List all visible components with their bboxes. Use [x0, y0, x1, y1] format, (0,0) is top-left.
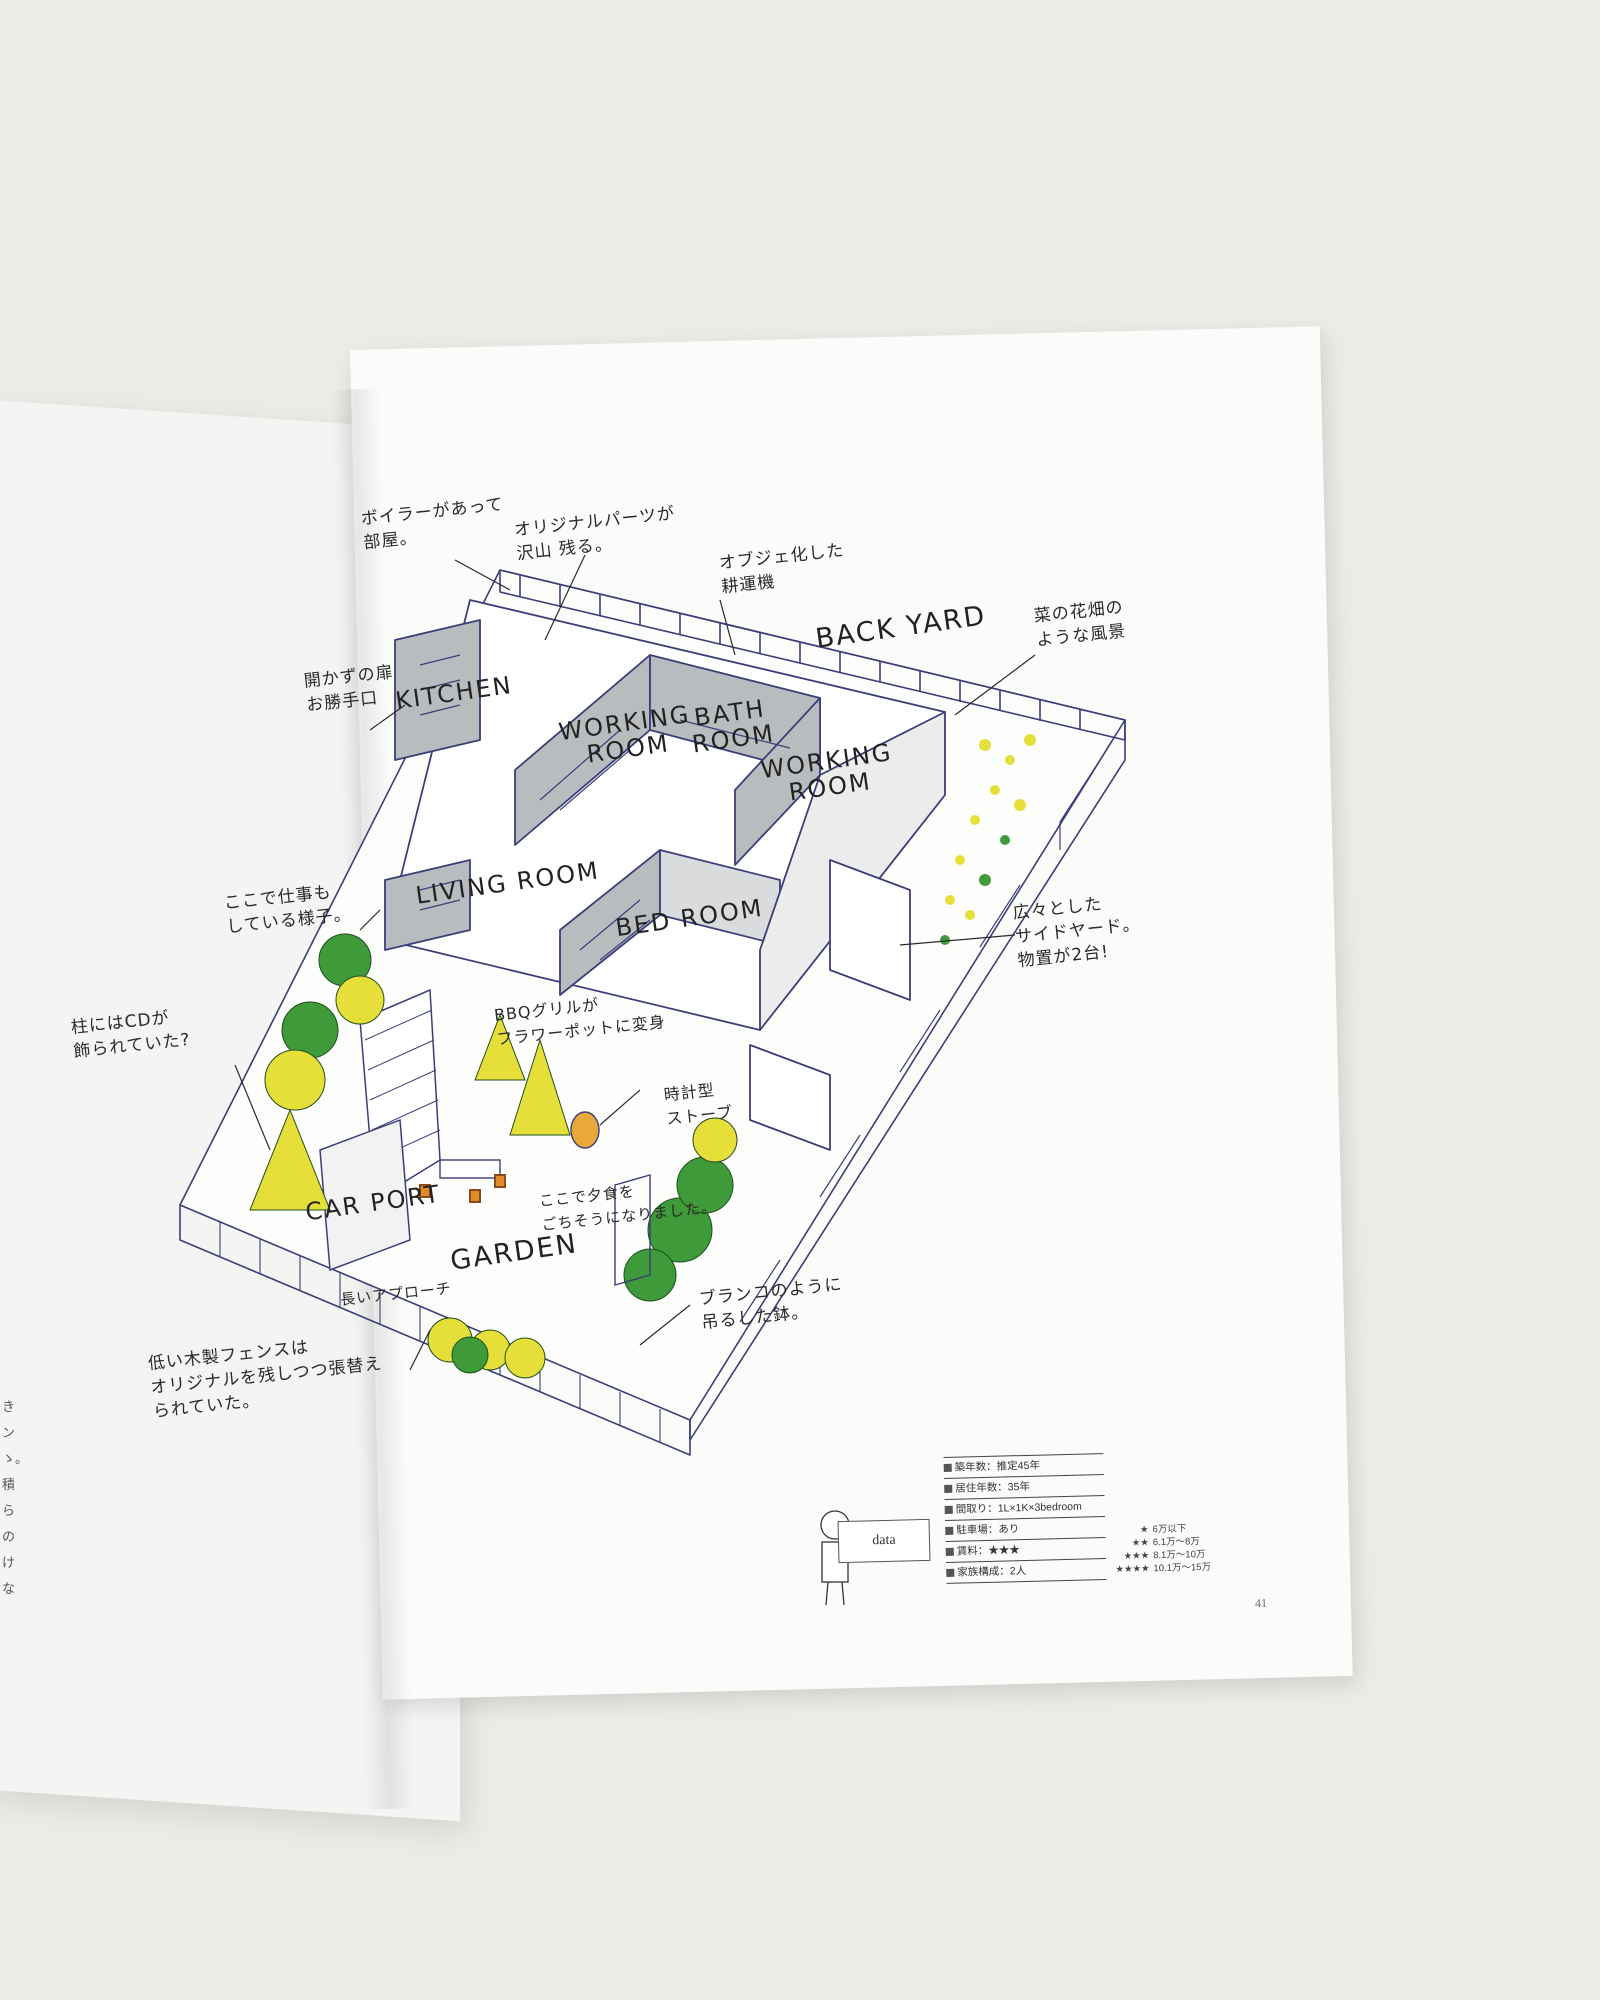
flower	[1000, 835, 1010, 845]
tree	[264, 1049, 326, 1111]
flower	[979, 739, 991, 751]
car	[319, 1118, 411, 1272]
annotation-stove: 時計型 ストーブ	[662, 1080, 735, 1129]
tree	[692, 1117, 738, 1163]
margin-char: ら	[2, 1504, 16, 1519]
flower	[1014, 799, 1026, 811]
room-label-bath-room: BATH ROOM	[690, 694, 777, 759]
rent-legend: ★6万以下 ★★6.1万〜8万 ★★★8.1万〜10万 ★★★★10.1万〜15…	[1114, 1522, 1211, 1576]
stove	[570, 1111, 600, 1149]
margin-char: な	[2, 1582, 16, 1597]
pine-tree	[509, 1038, 571, 1136]
bullet-square-icon	[945, 1547, 954, 1556]
flower	[965, 910, 975, 920]
flower	[1024, 734, 1036, 746]
legend-row: ★★★★10.1万〜15万	[1115, 1561, 1212, 1576]
tree	[335, 975, 385, 1025]
margin-char: け	[2, 1556, 16, 1571]
flower	[990, 785, 1000, 795]
bullet-square-icon	[944, 1505, 953, 1514]
data-table: 築年数：推定45年 居住年数：35年 間取り：1L×1K×3bedroom 駐車…	[943, 1453, 1107, 1584]
bush	[451, 1336, 489, 1374]
flower	[945, 895, 955, 905]
annotation-flower-field: 菜の花畑の ような風景	[1032, 597, 1128, 651]
annotation-side-yard: 広々とした サイドヤード。 物置が2台!	[1011, 894, 1142, 972]
flower	[955, 855, 965, 865]
annotation-open-door: 開かずの扉 お勝手口	[302, 662, 395, 716]
margin-char: の	[2, 1530, 16, 1545]
margin-char: ゝ。	[2, 1452, 29, 1467]
bullet-square-icon	[946, 1568, 955, 1577]
storage-shed-1	[829, 859, 911, 1001]
margin-char: 積	[2, 1478, 16, 1493]
bullet-square-icon	[945, 1526, 954, 1535]
margin-char: ン	[2, 1426, 16, 1441]
garden-table	[439, 1159, 501, 1179]
swing-frame	[614, 1174, 651, 1286]
pine-tree	[249, 1108, 331, 1211]
pine-tree	[474, 1013, 526, 1081]
flower	[970, 815, 980, 825]
pot	[419, 1184, 431, 1198]
flower	[940, 935, 950, 945]
flower	[979, 874, 991, 886]
page-number: 41	[1254, 1595, 1268, 1611]
bush	[504, 1337, 546, 1379]
bullet-square-icon	[944, 1484, 953, 1493]
pot	[494, 1174, 506, 1188]
flower	[1005, 755, 1015, 765]
left-page-margin-text: き ン ゝ。 積 ら の け な	[2, 1395, 29, 1603]
pot	[469, 1189, 481, 1203]
tree	[281, 1001, 339, 1059]
data-row: 家族構成：2人	[946, 1558, 1107, 1584]
margin-char: き	[2, 1400, 16, 1415]
data-sign: data	[837, 1518, 931, 1564]
storage-shed-2	[749, 1044, 831, 1151]
bullet-square-icon	[943, 1463, 952, 1472]
